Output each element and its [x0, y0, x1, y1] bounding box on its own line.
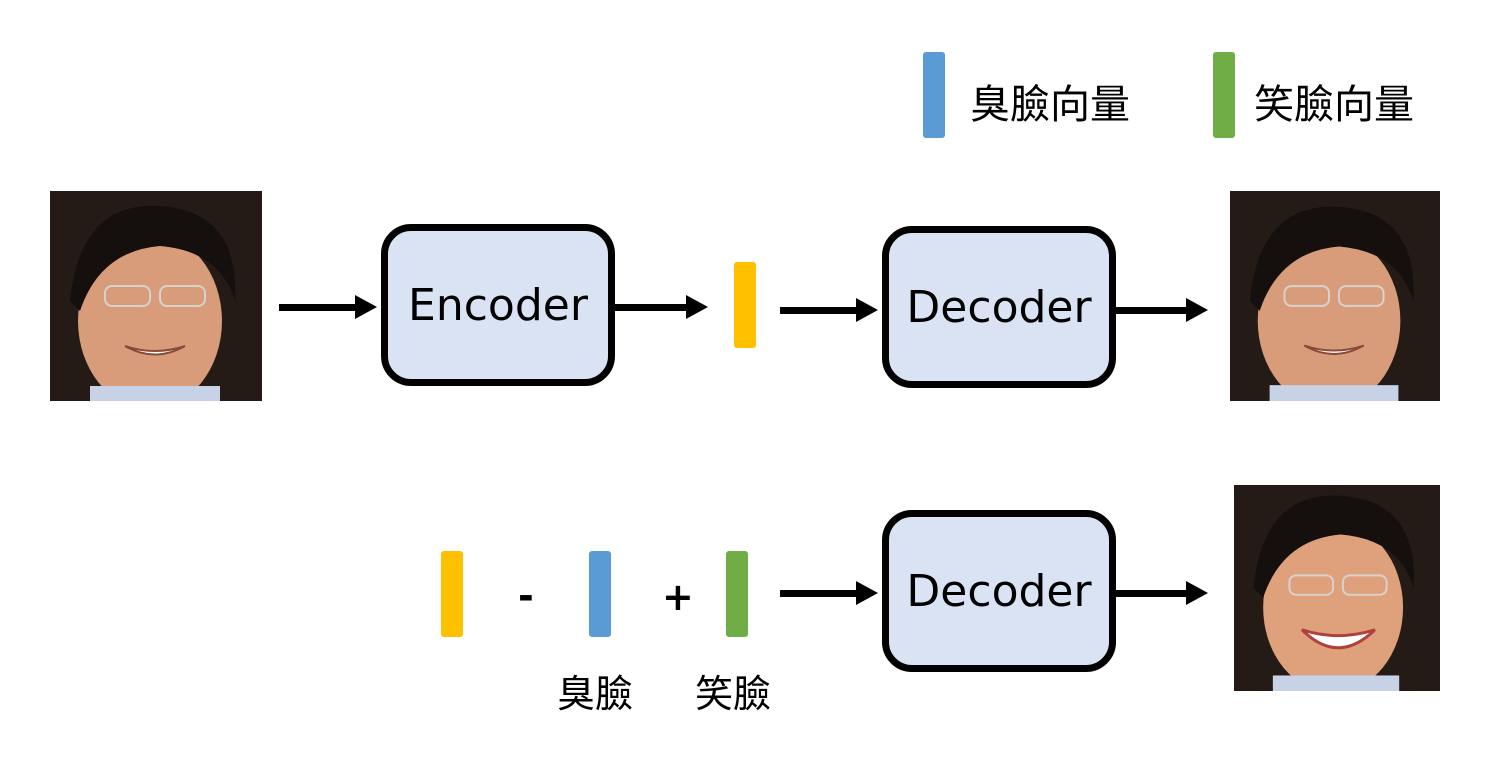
arrow-input-to-encoder [279, 295, 377, 319]
legend-stink-face-swatch [923, 52, 945, 138]
arrow-latent-to-decoder [780, 298, 878, 322]
smile-output-face-image [1234, 485, 1440, 691]
arrow-decoder-to-smile-output [1116, 581, 1208, 605]
decoder-label-top: Decoder [906, 281, 1092, 333]
minus-operator: - [518, 574, 534, 618]
stink-face-vector [589, 551, 611, 637]
legend-smile-face-label: 笑臉向量 [1254, 82, 1414, 128]
smile-face-vector [726, 551, 748, 637]
plus-operator: + [662, 575, 694, 619]
input-face-image [50, 191, 262, 401]
decoder-label-bottom: Decoder [906, 565, 1092, 617]
arrow-combined-to-decoder [780, 581, 878, 605]
legend-smile-face-swatch [1213, 52, 1235, 138]
arrow-encoder-to-latent [615, 295, 708, 319]
latent-vector-bottom [441, 551, 463, 637]
latent-vector [734, 262, 756, 348]
decoder-box-bottom: Decoder [882, 510, 1116, 672]
encoder-label: Encoder [408, 279, 588, 331]
output-face-image [1230, 191, 1440, 401]
encoder-box: Encoder [381, 224, 615, 386]
legend-stink-face-label: 臭臉向量 [970, 82, 1130, 128]
stink-face-caption: 臭臉 [557, 672, 634, 716]
smile-face-caption: 笑臉 [695, 672, 772, 716]
decoder-box-top: Decoder [882, 226, 1116, 388]
arrow-decoder-to-output [1116, 298, 1208, 322]
